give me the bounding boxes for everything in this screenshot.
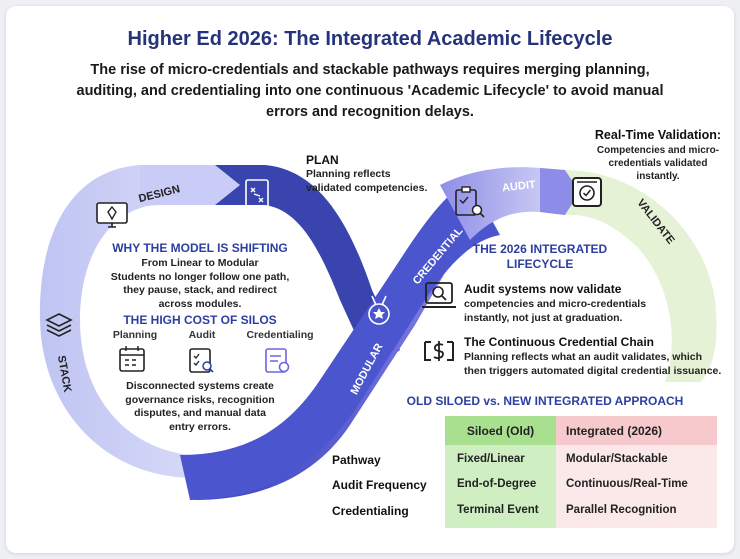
shift-line: across modules. — [158, 297, 242, 310]
stack-layers-icon — [45, 313, 73, 337]
realtime-block: Real-Time Validation: Competencies and m… — [578, 128, 738, 183]
realtime-line: credentials validated — [608, 158, 708, 169]
realtime-line: Competencies and micro- — [596, 145, 720, 156]
row-label-pathway: Pathway — [332, 453, 381, 467]
integrated-heading: THE 2026 INTEGRATED LIFECYCLE — [455, 242, 625, 272]
item-audit-heading: Audit systems now validate — [464, 282, 622, 296]
row-new-pathway: Modular/Stackable — [566, 453, 668, 465]
row-old-audit: End-of-Degree — [457, 478, 537, 490]
realtime-line: instantly. — [636, 171, 680, 182]
item-audit-text: competencies and micro-credentials insta… — [464, 298, 724, 325]
laptop-search-icon — [422, 282, 456, 308]
item-audit-line: instantly, not just at graduation. — [464, 311, 623, 324]
new-col-label: Integrated (2026) — [566, 424, 663, 438]
row-old-credentialing: Terminal Event — [457, 504, 539, 516]
page-title: Higher Ed 2026: The Integrated Academic … — [127, 28, 613, 50]
item-chain-line: Planning reflects what an audit validate… — [464, 351, 703, 363]
plan-text-line: validated competencies. — [306, 181, 428, 194]
planning-calendar-icon — [119, 346, 145, 372]
plan-board-icon — [245, 179, 269, 209]
cost-line: disputes, and manual data — [134, 407, 266, 419]
chain-icon — [424, 341, 454, 361]
shift-heading: WHY THE MODEL IS SHIFTING — [112, 241, 288, 255]
integrated-heading-line: LIFECYCLE — [506, 257, 574, 271]
loop-left-segment — [39, 165, 215, 478]
silo-icons — [119, 346, 290, 373]
shift-text: From Linear to Modular Students no longe… — [100, 257, 300, 311]
shift-line: From Linear to Modular — [141, 257, 259, 269]
credential-certificate-icon — [265, 348, 290, 373]
shift-line: they pause, stack, and redirect — [123, 284, 277, 296]
monitor-icon — [96, 202, 128, 228]
cost-line: entry errors. — [169, 420, 231, 433]
plan-text-line: Planning reflects — [306, 168, 391, 180]
right-panel-icons — [422, 282, 456, 361]
old-column-header — [445, 416, 556, 445]
design-arrow — [140, 165, 240, 205]
validate-segment — [565, 170, 717, 382]
validate-safe-icon — [572, 177, 602, 207]
item-chain-text: Planning reflects what an audit validate… — [464, 351, 732, 378]
audit-clipboard-icon — [455, 186, 485, 218]
integrated-item-audit: Audit systems now validate competencies … — [464, 282, 724, 325]
row-label-audit: Audit Frequency — [332, 478, 427, 492]
row-new-credentialing: Parallel Recognition — [566, 504, 677, 516]
integrated-heading-line: THE 2026 INTEGRATED — [472, 242, 608, 256]
realtime-heading: Real-Time Validation: — [594, 128, 722, 142]
silo-planning-label: Planning — [112, 329, 158, 341]
new-column-header — [556, 416, 717, 445]
shift-panel: WHY THE MODEL IS SHIFTING From Linear to… — [100, 241, 300, 311]
plan-segment — [215, 165, 400, 370]
cost-line: Disconnected systems create — [126, 380, 274, 392]
integrated-item-chain: The Continuous Credential Chain Planning… — [464, 335, 732, 378]
silo-cost-text: Disconnected systems create governance r… — [100, 380, 300, 434]
plan-text: Planning reflects validated competencies… — [306, 168, 427, 195]
silo-credentialing-label: Credentialing — [246, 329, 314, 341]
row-old-pathway: Fixed/Linear — [457, 453, 525, 465]
item-chain-line: then triggers automated digital credenti… — [464, 364, 722, 377]
silos-heading: THE HIGH COST OF SILOS — [123, 313, 277, 327]
cost-line: governance risks, recognition — [125, 393, 275, 406]
comparison-heading: OLD SILOED vs. NEW INTEGRATED APPROACH — [406, 394, 684, 408]
old-col-label: Siloed (Old) — [466, 424, 535, 438]
medal-icon — [368, 295, 390, 325]
shift-line: Students no longer follow one path, — [110, 270, 290, 283]
audit-checklist-icon — [189, 348, 214, 373]
item-chain-heading: The Continuous Credential Chain — [464, 335, 655, 349]
audit-label: AUDIT — [502, 179, 537, 194]
loop-credential-band — [440, 167, 565, 240]
row-label-credentialing: Credentialing — [332, 504, 409, 518]
silo-audit-label: Audit — [188, 329, 216, 341]
audit-arrow — [540, 168, 580, 215]
item-audit-line: competencies and micro-credentials — [464, 298, 647, 310]
realtime-text: Competencies and micro- credentials vali… — [578, 144, 738, 183]
plan-heading: PLAN — [306, 153, 339, 167]
page-subtitle: The rise of micro-credentials and stacka… — [76, 62, 664, 120]
loop-modular-band — [180, 180, 500, 500]
row-new-audit: Continuous/Real-Time — [566, 478, 688, 490]
